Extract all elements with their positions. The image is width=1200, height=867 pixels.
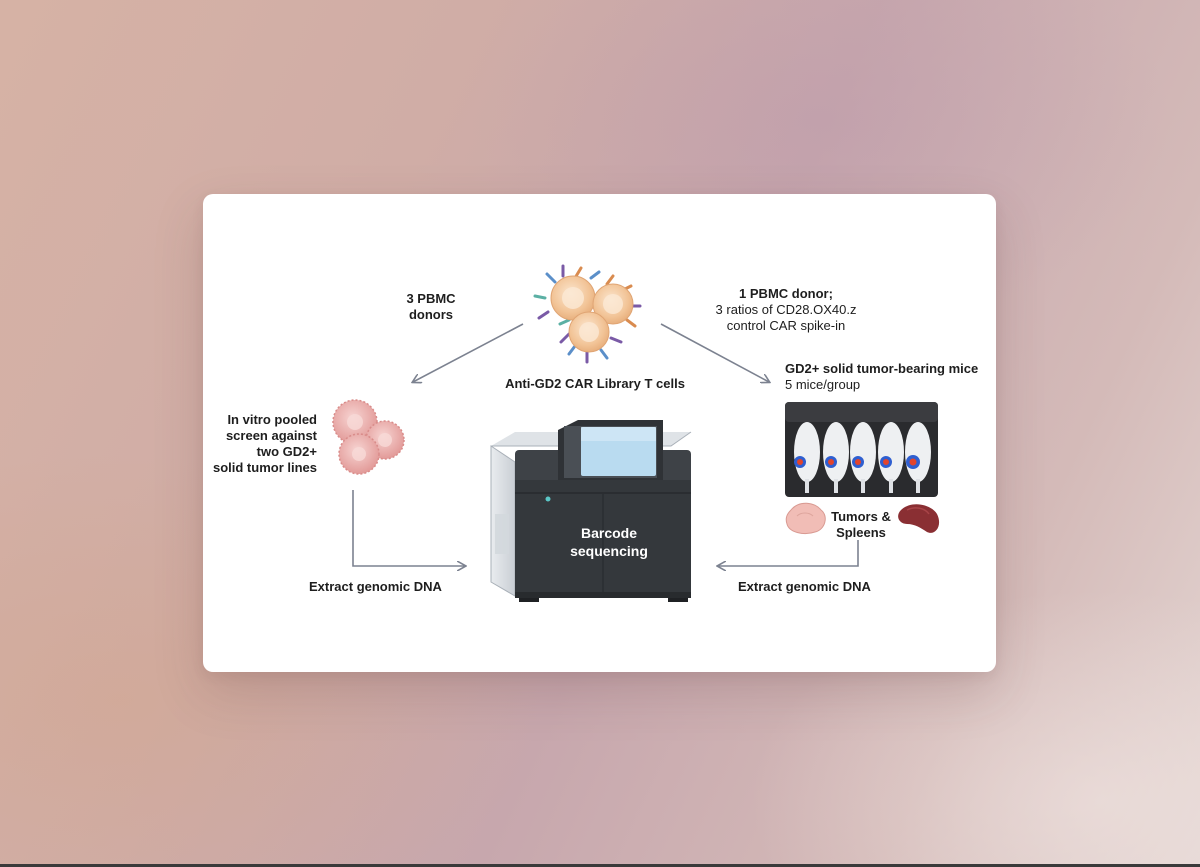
mice-label: GD2+ solid tumor-bearing mice 5 mice/gro… xyxy=(785,361,979,392)
right-donor-label: 1 PBMC donor; 3 ratios of CD28.OX40.z co… xyxy=(715,286,857,333)
tumor-tissue-icon xyxy=(785,502,826,535)
center-cells-label: Anti-GD2 CAR Library T cells xyxy=(505,376,685,391)
mice-photo xyxy=(785,402,938,497)
left-donors-label: 3 PBMC donors xyxy=(406,291,456,322)
arrow-left-to-sequencer xyxy=(352,490,465,566)
extract-dna-left-label: Extract genomic DNA xyxy=(309,579,442,594)
tumors-spleens-label: Tumors & Spleens xyxy=(831,509,891,540)
window-bottom-edge xyxy=(0,864,1200,867)
tumor-signal xyxy=(794,455,920,469)
arrow-right-to-sequencer xyxy=(718,540,859,566)
invitro-screen-label: In vitro pooled screen against two GD2+ … xyxy=(212,412,317,475)
sequencer-label: Barcode sequencing xyxy=(570,525,648,559)
arrow-right-down xyxy=(660,323,769,382)
car-t-cells-icon xyxy=(533,264,642,364)
spleen-icon xyxy=(898,504,940,533)
arrow-left-down xyxy=(413,323,524,382)
tumor-cells-icon xyxy=(332,399,405,475)
diagram-card: 3 PBMC donors Anti-GD2 CAR Library T cel… xyxy=(203,194,996,672)
diagram-canvas xyxy=(332,264,940,602)
extract-dna-right-label: Extract genomic DNA xyxy=(738,579,871,594)
sequencer-icon xyxy=(490,420,692,602)
